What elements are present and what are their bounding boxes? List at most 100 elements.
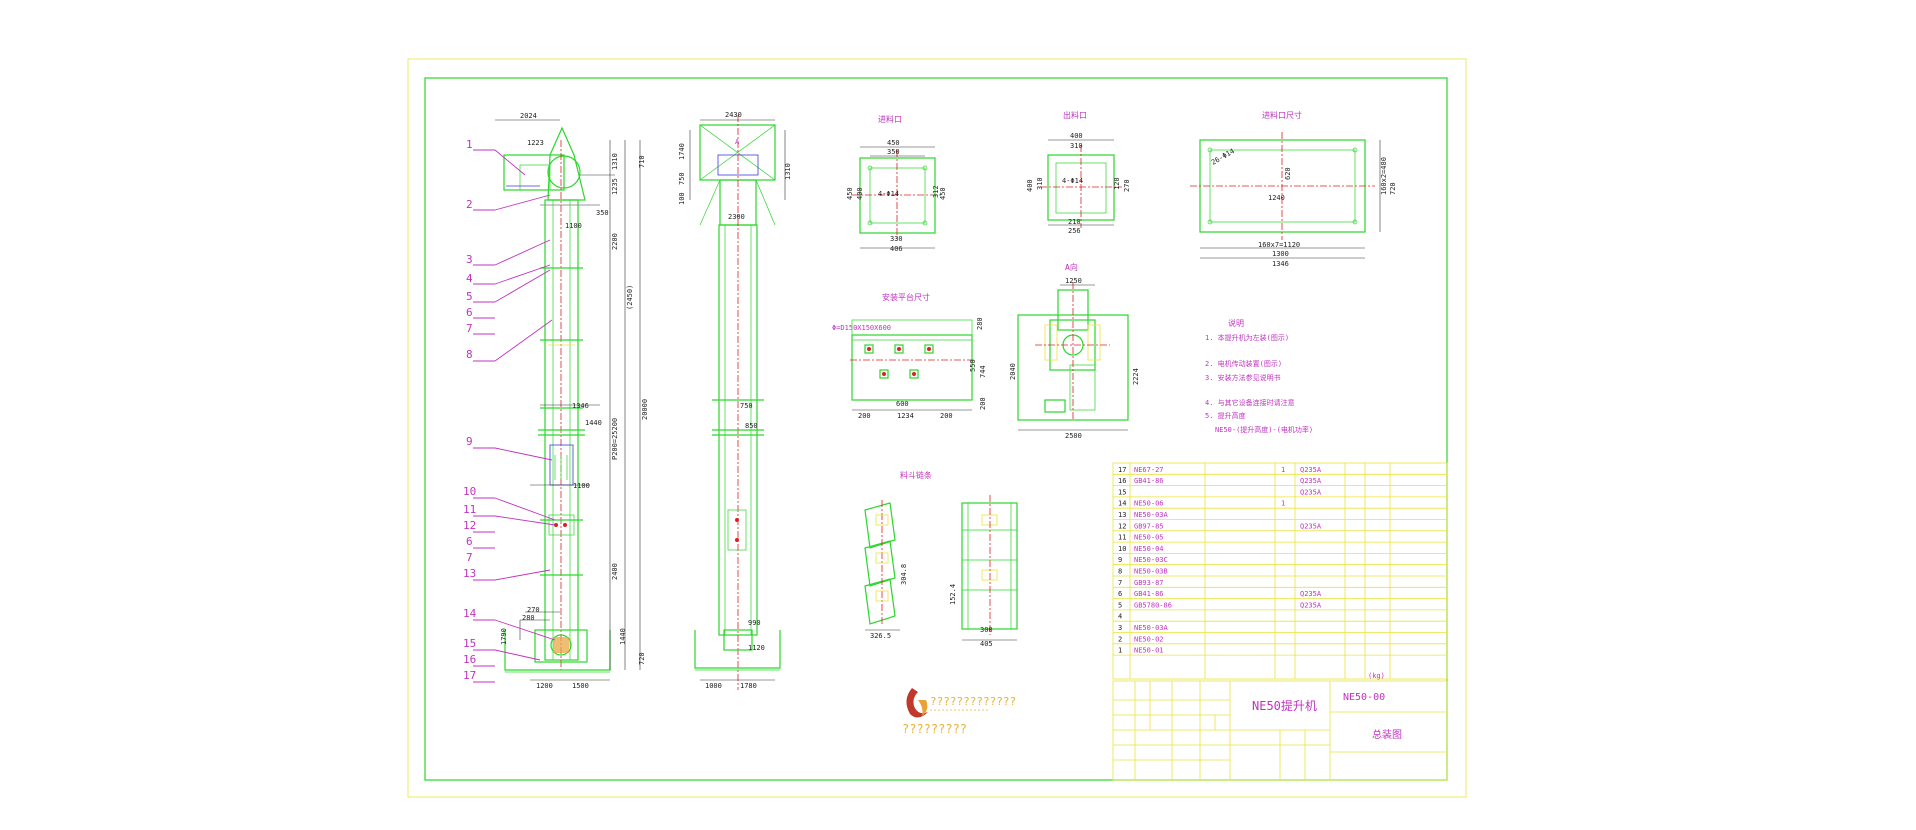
drawing-number: NE50-00: [1343, 692, 1385, 703]
svg-text:750: 750: [740, 402, 753, 410]
svg-text:1235: 1235: [611, 178, 619, 195]
svg-text:710: 710: [638, 155, 646, 168]
svg-text:330: 330: [890, 235, 903, 243]
parts-cell-code: NE50-04: [1134, 545, 1164, 553]
note-line-2: 2. 电机传动装置(图示): [1205, 359, 1282, 368]
svg-text:270: 270: [1123, 179, 1131, 192]
parts-cell-code: NE50-06: [1134, 500, 1164, 508]
callout-11: 11: [463, 503, 476, 516]
svg-text:406: 406: [890, 245, 903, 253]
title-block: NE50提升机 NE50-00 总装图: [1112, 680, 1448, 781]
svg-text:400: 400: [1070, 132, 1083, 140]
parts-cell-no: 6: [1118, 590, 1122, 598]
parts-cell-no: 9: [1118, 556, 1122, 564]
svg-text:1440: 1440: [585, 419, 602, 427]
svg-text:304.8: 304.8: [900, 564, 908, 585]
inlet-flange-detail: 进料口 450 350 330 406 4-Φ14 450 400 450 31…: [846, 114, 947, 253]
parts-cell-no: 10: [1118, 545, 1126, 553]
svg-text:1234: 1234: [897, 412, 914, 420]
callout-9: 9: [466, 435, 473, 448]
parts-cell-material: Q235A: [1300, 522, 1322, 530]
svg-text:600: 600: [896, 400, 909, 408]
svg-text:安装平台尺寸: 安装平台尺寸: [882, 292, 930, 302]
company-logo: ????????????? ?????????: [902, 688, 1016, 736]
svg-text:326.5: 326.5: [870, 632, 891, 640]
svg-text:405: 405: [980, 640, 993, 648]
mounting-plate-detail: 安装平台尺寸 Φ=D150X150X600 600 200 1234 200 2…: [832, 292, 987, 420]
callout-6b: 6: [466, 535, 473, 548]
svg-text:1250: 1250: [1065, 277, 1082, 285]
svg-text:280: 280: [976, 317, 984, 330]
svg-text:(2450): (2450): [626, 285, 634, 310]
note-line-4: 4. 与其它设备连接时请注意: [1205, 398, 1295, 407]
svg-text:620: 620: [1284, 167, 1292, 180]
callout-4: 4: [466, 272, 473, 285]
parts-cell-code: GB41-86: [1134, 477, 1164, 485]
svg-text:1100: 1100: [573, 482, 590, 490]
svg-text:200: 200: [858, 412, 871, 420]
svg-text:2430: 2430: [725, 111, 742, 119]
svg-text:1310: 1310: [611, 153, 619, 170]
callout-3: 3: [466, 253, 473, 266]
logo-subtitle: ?????????: [902, 722, 967, 736]
callout-5: 5: [466, 290, 473, 303]
callout-1: 1: [466, 138, 473, 151]
parts-cell-no: 2: [1118, 635, 1122, 643]
svg-text:450: 450: [939, 187, 947, 200]
svg-text:1000: 1000: [705, 682, 722, 690]
note-line-1: 1. 本提升机为左装(图示): [1205, 333, 1289, 342]
svg-text:1100: 1100: [565, 222, 582, 230]
parts-cell-no: 11: [1118, 534, 1126, 542]
parts-cell-code: GB93-87: [1134, 579, 1164, 587]
parts-cell-material: Q235A: [1300, 488, 1322, 496]
svg-text:450: 450: [846, 187, 854, 200]
svg-text:720: 720: [1389, 182, 1397, 195]
callout-15: 15: [463, 637, 476, 650]
svg-text:210: 210: [1068, 218, 1081, 226]
callout-13: 13: [463, 567, 476, 580]
view-a-title: A向: [1065, 262, 1078, 272]
svg-text:1223: 1223: [527, 139, 544, 147]
svg-text:300: 300: [980, 626, 993, 634]
parts-cell-no: 17: [1118, 466, 1126, 474]
parts-cell-material: Q235A: [1300, 601, 1322, 609]
svg-text:进料口: 进料口: [878, 114, 902, 124]
callout-12: 12: [463, 519, 476, 532]
svg-text:1440: 1440: [619, 628, 627, 645]
callout-16: 16: [463, 653, 476, 666]
product-name: NE50提升机: [1252, 698, 1317, 713]
svg-text:2040: 2040: [1009, 363, 1017, 380]
parts-cell-code: GB97-85: [1134, 522, 1164, 530]
svg-text:1120: 1120: [748, 644, 765, 652]
parts-cell-qty: 1: [1281, 466, 1285, 474]
svg-text:出料口: 出料口: [1063, 110, 1087, 120]
parts-cell-code: NE50-03A: [1134, 624, 1169, 632]
svg-text:20000: 20000: [641, 399, 649, 420]
parts-cell-code: NE50-02: [1134, 635, 1164, 643]
svg-text:310: 310: [1070, 142, 1083, 150]
svg-text:1300: 1300: [1272, 250, 1289, 258]
svg-text:450: 450: [887, 139, 900, 147]
svg-text:1780: 1780: [740, 682, 757, 690]
svg-text:120: 120: [1113, 177, 1121, 190]
parts-cell-no: 4: [1118, 613, 1122, 621]
parts-cell-no: 12: [1118, 522, 1126, 530]
svg-text:350: 350: [596, 209, 609, 217]
svg-text:270: 270: [527, 606, 540, 614]
svg-text:料斗链条: 料斗链条: [900, 470, 932, 480]
callout-6: 6: [466, 306, 473, 319]
elevator-front-view: 2430 750 850 990 1120 1000 1780 2300 174…: [678, 111, 792, 690]
svg-text:720: 720: [638, 652, 646, 665]
svg-text:2224: 2224: [1132, 368, 1140, 385]
part-callouts: 1 2 3 4 5 6 7 8 9 10 11 12 6 7 13 14 15 …: [463, 138, 556, 683]
parts-cell-no: 14: [1118, 500, 1126, 508]
svg-text:P200=25200: P200=25200: [611, 418, 619, 460]
svg-text:160x2=480: 160x2=480: [1380, 157, 1388, 195]
parts-cell-no: 13: [1118, 511, 1126, 519]
callout-7: 7: [466, 322, 473, 335]
drawing-name: 总装图: [1372, 728, 1402, 741]
parts-cell-no: 1: [1118, 647, 1122, 655]
technical-notes: 说明 1. 本提升机为左装(图示) 2. 电机传动装置(图示) 3. 安装方法参…: [1205, 318, 1313, 434]
svg-text:1740: 1740: [678, 143, 686, 160]
